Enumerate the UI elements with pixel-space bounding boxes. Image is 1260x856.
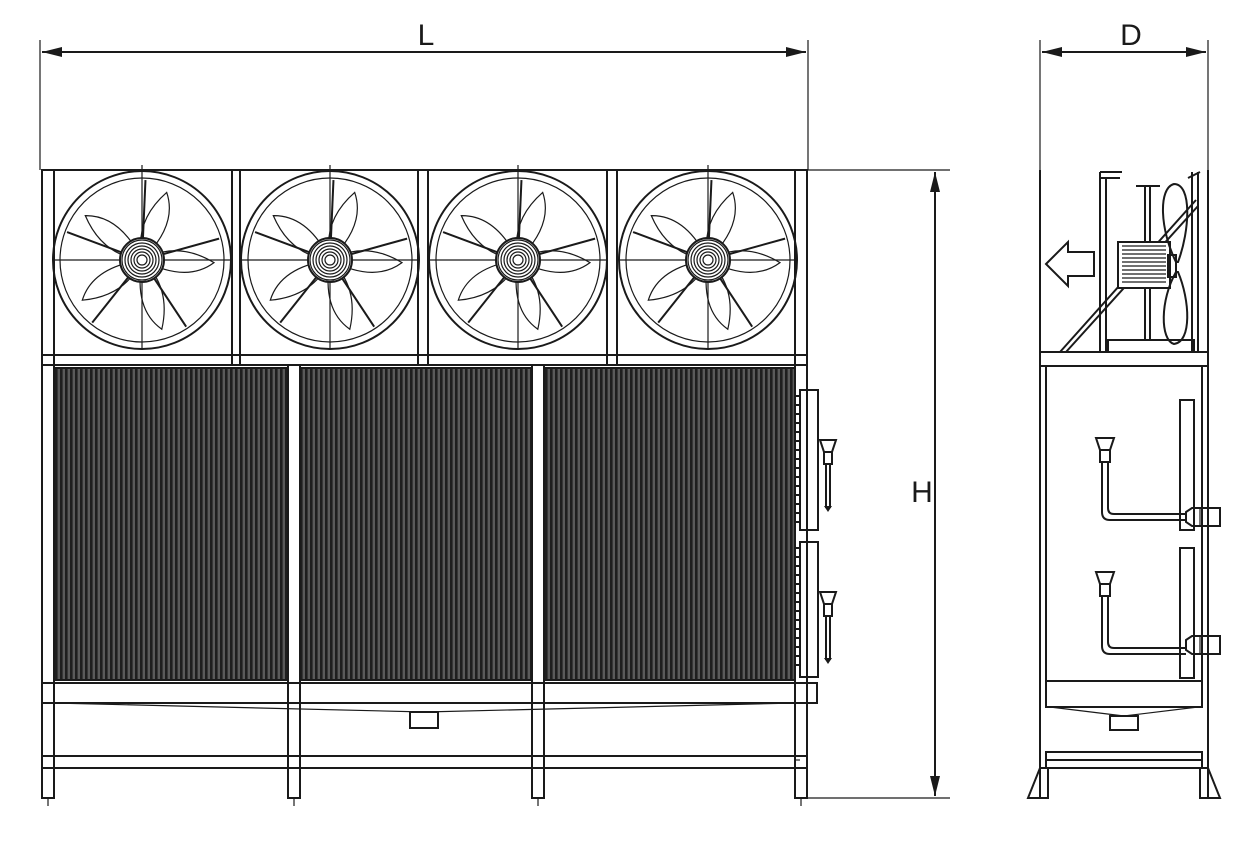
dimension-depth: D bbox=[1039, 19, 1209, 170]
drain-outlet bbox=[409, 711, 439, 729]
fan-deck bbox=[41, 169, 808, 366]
height-label: H bbox=[911, 476, 933, 509]
coil-panel-2 bbox=[299, 367, 533, 681]
fan-3 bbox=[428, 165, 608, 350]
inlet-connection-upper bbox=[818, 439, 838, 512]
coil-panels bbox=[53, 367, 796, 681]
inlet-connection-lower bbox=[818, 591, 838, 664]
side-pipe-upper bbox=[1094, 437, 1221, 527]
side-fan-blade bbox=[1162, 182, 1189, 346]
front-view bbox=[41, 165, 838, 806]
header-lower bbox=[1179, 547, 1195, 679]
side-fan-housing bbox=[1039, 170, 1209, 798]
side-view bbox=[1026, 170, 1222, 799]
header-upper bbox=[1179, 399, 1195, 531]
side-body bbox=[1045, 365, 1221, 682]
coil-panel-3 bbox=[543, 367, 796, 681]
length-label: L bbox=[418, 19, 435, 52]
base-frame bbox=[41, 682, 818, 769]
side-fan-motor bbox=[1117, 241, 1177, 289]
dimension-height: H bbox=[808, 169, 950, 799]
airflow-arrow-icon bbox=[1044, 239, 1095, 289]
fan-1 bbox=[52, 165, 232, 350]
depth-label: D bbox=[1120, 19, 1142, 52]
coil-headers bbox=[795, 389, 838, 678]
fans bbox=[52, 165, 798, 350]
side-deck bbox=[1039, 351, 1209, 367]
coil-panel-1 bbox=[53, 367, 289, 681]
dimension-length: L bbox=[39, 19, 809, 170]
side-pipe-lower bbox=[1094, 571, 1221, 655]
side-drain-outlet bbox=[1109, 715, 1139, 731]
fan-2 bbox=[240, 165, 420, 350]
side-base bbox=[1026, 680, 1222, 799]
fan-4 bbox=[618, 165, 798, 350]
